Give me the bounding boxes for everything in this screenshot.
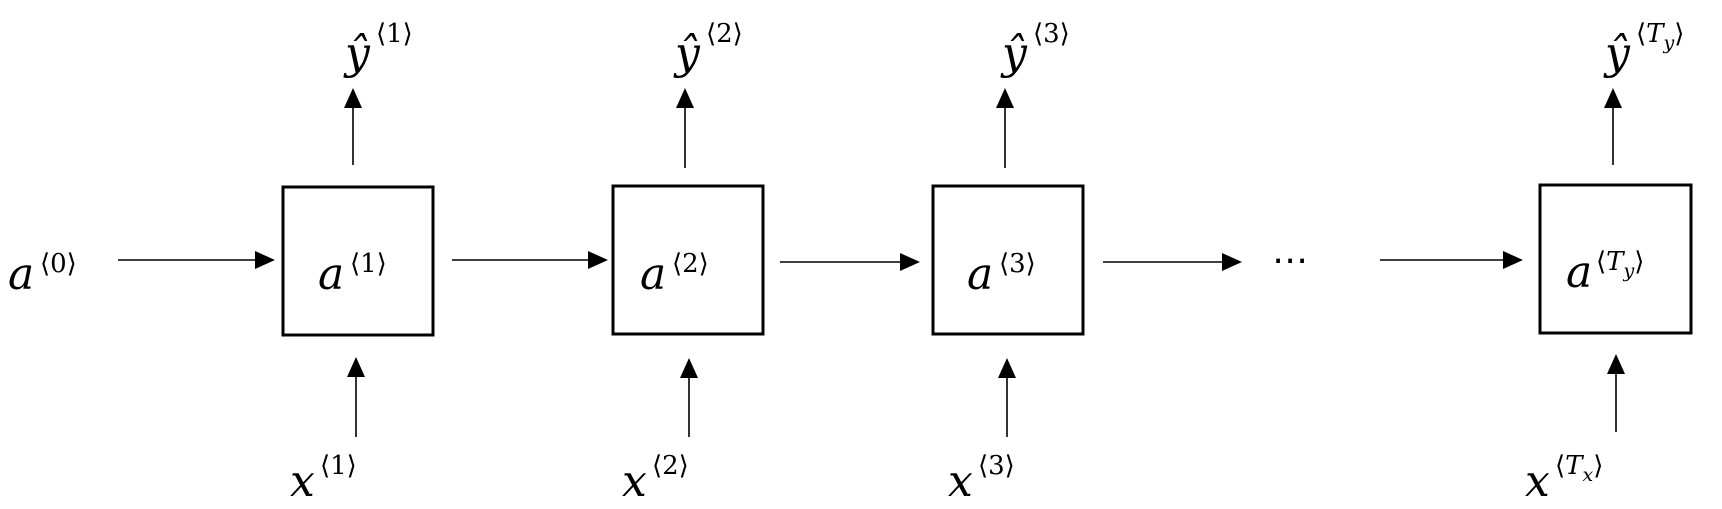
output-label: ŷ bbox=[343, 28, 371, 79]
input-label: x bbox=[948, 456, 973, 507]
arrowhead bbox=[1604, 88, 1622, 108]
recurrent-edges bbox=[118, 251, 1523, 271]
svg-text:⟨Tx⟩: ⟨Tx⟩ bbox=[1555, 451, 1603, 486]
arrowhead bbox=[1607, 354, 1625, 374]
svg-text:⟨2⟩: ⟨2⟩ bbox=[672, 249, 709, 279]
rnn-cell-3: a ⟨3⟩ x ⟨3⟩ ŷ ⟨3⟩ bbox=[931, 19, 1085, 507]
arrowhead bbox=[998, 358, 1016, 378]
svg-text:a: a bbox=[318, 249, 344, 300]
svg-text:⟨0⟩: ⟨0⟩ bbox=[40, 249, 77, 279]
svg-text:⟨3⟩: ⟨3⟩ bbox=[1033, 19, 1070, 49]
arrowhead bbox=[344, 88, 362, 108]
rnn-cell-2: a ⟨2⟩ x ⟨2⟩ ŷ ⟨2⟩ bbox=[611, 19, 765, 507]
arrowhead bbox=[996, 88, 1014, 108]
output-label: ŷ bbox=[1603, 28, 1631, 79]
rnn-cell-t: a ⟨Ty⟩ x ⟨Tx⟩ ŷ ⟨Ty⟩ bbox=[1525, 19, 1693, 507]
svg-text:⟨1⟩: ⟨1⟩ bbox=[350, 249, 387, 279]
cell-box bbox=[281, 185, 435, 337]
ellipsis: ⋯ bbox=[1272, 240, 1308, 281]
cell-box bbox=[1538, 183, 1693, 335]
arrowhead bbox=[680, 358, 698, 378]
svg-text:⟨2⟩: ⟨2⟩ bbox=[706, 19, 743, 49]
svg-text:⟨1⟩: ⟨1⟩ bbox=[376, 19, 413, 49]
arrowhead bbox=[1503, 251, 1523, 269]
svg-text:a: a bbox=[967, 249, 993, 300]
svg-text:a: a bbox=[1566, 247, 1592, 298]
initial-state-label: a ⟨0⟩ bbox=[8, 249, 77, 300]
input-label: x bbox=[1525, 456, 1550, 507]
svg-text:⟨2⟩: ⟨2⟩ bbox=[652, 451, 689, 481]
output-label: ŷ bbox=[673, 28, 701, 79]
arrowhead bbox=[900, 253, 920, 271]
output-label: ŷ bbox=[1000, 28, 1028, 79]
arrowhead bbox=[588, 251, 608, 269]
input-label: x bbox=[290, 456, 315, 507]
arrowhead bbox=[255, 251, 275, 269]
svg-text:⟨Ty⟩: ⟨Ty⟩ bbox=[1596, 247, 1644, 282]
svg-text:⟨Ty⟩: ⟨Ty⟩ bbox=[1636, 19, 1684, 54]
cell-box bbox=[611, 184, 765, 336]
svg-text:a: a bbox=[8, 249, 34, 300]
arrowhead bbox=[1222, 253, 1242, 271]
input-label: x bbox=[622, 456, 647, 507]
rnn-cell-1: a ⟨1⟩ x ⟨1⟩ ŷ ⟨1⟩ bbox=[281, 19, 435, 507]
cell-box bbox=[931, 184, 1085, 336]
svg-text:⟨3⟩: ⟨3⟩ bbox=[978, 451, 1015, 481]
svg-text:⟨3⟩: ⟨3⟩ bbox=[999, 249, 1036, 279]
arrowhead bbox=[676, 88, 694, 108]
svg-text:a: a bbox=[640, 249, 666, 300]
svg-text:⟨1⟩: ⟨1⟩ bbox=[320, 451, 357, 481]
arrowhead bbox=[347, 357, 365, 377]
